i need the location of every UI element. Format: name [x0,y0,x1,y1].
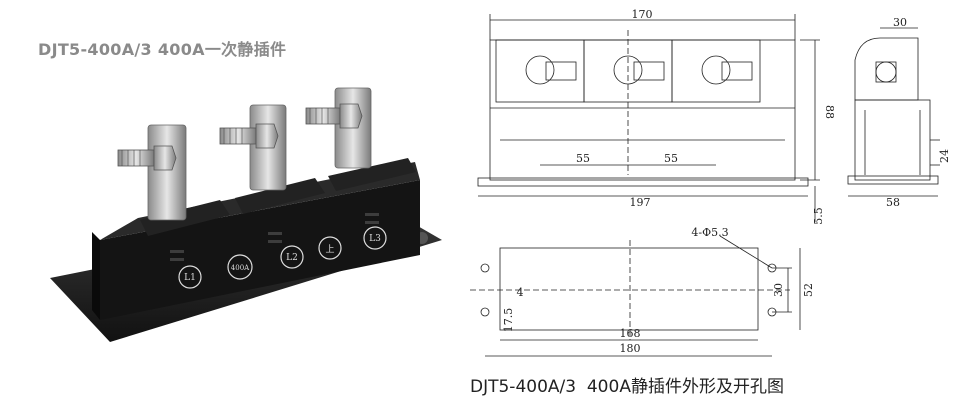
side-view-body [854,37,919,101]
label-l3: L3 [369,234,381,244]
product-photo: L1 400A L2 上 L3 [50,87,442,342]
label-up: 上 [325,244,334,255]
bolt [305,107,341,125]
drawing-caption: DJT5-400A/3 400A静插件外形及开孔图 [470,377,784,397]
dim-hole-spacing-v: 30 [772,283,785,297]
housing-front [100,180,420,320]
dim-spacing-right: 55 [664,152,678,165]
dim-inner-width: 168 [620,327,641,340]
housing-left [92,232,100,320]
bolt [219,127,257,145]
label-400a: 400A [231,264,250,272]
side-dim-height: 24 [938,149,951,163]
label-circle-l2 [280,245,304,269]
product-title: DJT5-400A/3 400A一次静插件 [38,40,287,59]
dim-base-width: 197 [630,196,651,209]
label-l2: L2 [286,253,298,263]
cutout-outline [499,247,759,331]
technical-drawing: 170 55 55 197 88 5.5 30 24 58 [470,8,951,357]
label-circle-l3 [363,226,387,250]
label-circle-l1 [178,265,202,289]
dim-outer-v: 52 [802,283,815,297]
contact-tab [147,124,187,221]
dim-total-width: 170 [632,8,653,21]
dim-left-v: 17.5 [502,308,515,333]
hole-spec: 4-Φ5.3 [691,226,728,239]
label-circle-up [318,236,342,260]
dim-base-thickness: 5.5 [812,207,825,225]
hole [480,263,490,273]
side-dim-top: 30 [893,16,907,29]
dim-outer-width: 180 [620,342,641,355]
label-l1: L1 [184,273,196,283]
dim-spacing-left: 55 [576,152,590,165]
front-view-body [489,39,796,181]
side-dim-width: 58 [886,196,900,209]
dim-height: 88 [823,105,836,119]
dim-offset: 4 [517,286,524,299]
hole [480,307,490,317]
label-circle-400a [227,254,253,280]
bolt [117,149,155,167]
